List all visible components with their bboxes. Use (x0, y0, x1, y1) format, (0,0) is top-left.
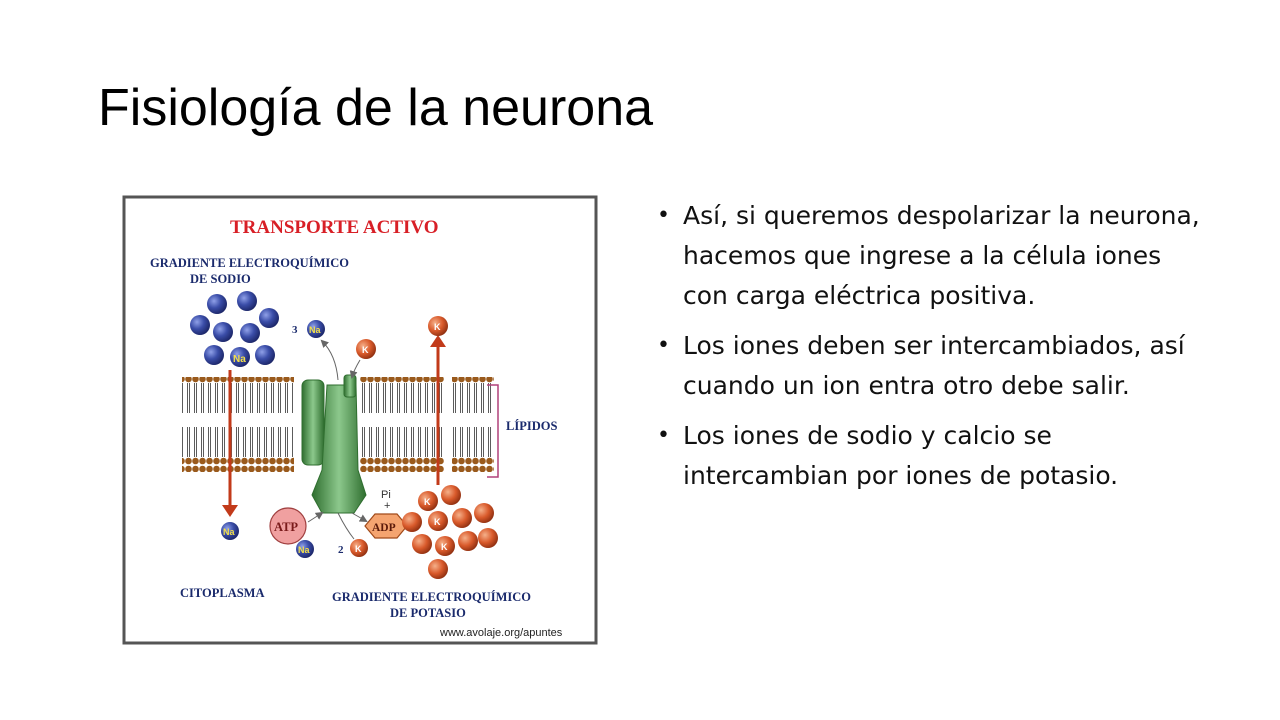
atp-label: ATP (274, 520, 298, 534)
potassium-ion-entry (356, 339, 376, 359)
svg-text:Na: Na (298, 545, 310, 555)
svg-text:Na: Na (309, 325, 321, 335)
lipid-bilayer-left (182, 377, 294, 472)
sodium-ion-cluster (190, 291, 279, 367)
bullet-text: Los iones de sodio y calcio se intercamb… (683, 421, 1119, 490)
potassium-gradient-label-line2: DE POTASIO (390, 606, 466, 620)
bullet-item: • Los iones de sodio y calcio se interca… (655, 416, 1200, 496)
svg-text:Na: Na (223, 527, 235, 537)
bullet-dot: • (657, 203, 670, 228)
sodium-ion-atp (296, 540, 314, 558)
svg-text:K: K (424, 497, 431, 507)
bullet-item: • Los iones deben ser intercambiados, as… (655, 326, 1200, 406)
source-credit: www.avolaje.org/apuntes (439, 627, 563, 639)
slide-title: Fisiología de la neurona (98, 79, 654, 137)
sodium-potassium-pump (301, 374, 367, 514)
bullet-list: • Así, si queremos despolarizar la neuro… (655, 196, 1200, 506)
sodium-gradient-label-line2: DE SODIO (190, 272, 251, 286)
bullet-text: Los iones deben ser intercambiados, así … (683, 331, 1185, 400)
potassium-ion-pump-bottom (350, 539, 368, 557)
svg-text:K: K (362, 345, 369, 355)
sodium-count-label: 3 (292, 324, 298, 336)
sodium-ion-inside (221, 522, 239, 540)
plus-sign: + (384, 500, 390, 512)
atp-molecule (269, 507, 307, 545)
sodium-gradient-label-line1: GRADIENTE ELECTROQUÍMICO (150, 256, 349, 270)
bullet-item: • Así, si queremos despolarizar la neuro… (655, 196, 1200, 316)
svg-text:K: K (441, 542, 448, 552)
lipid-bilayer-center (360, 377, 444, 472)
potassium-count-label: 2 (338, 544, 344, 556)
pi-label: Pi (381, 489, 391, 501)
lipids-label: LÍPIDOS (506, 419, 557, 433)
potassium-gradient-label-line1: GRADIENTE ELECTROQUÍMICO (332, 590, 531, 604)
lipid-bracket (487, 384, 499, 478)
potassium-ion-top (428, 316, 448, 336)
lipid-bilayer-right (452, 377, 494, 472)
bullet-text: Así, si queremos despolarizar la neurona… (683, 201, 1200, 310)
diagram-heading: TRANSPORTE ACTIVO (230, 217, 439, 238)
svg-text:K: K (355, 544, 362, 554)
potassium-ion-cluster (402, 485, 498, 579)
sodium-ion-exit (307, 320, 325, 338)
bullet-dot: • (657, 423, 670, 448)
cytoplasm-label: CITOPLASMA (180, 586, 265, 600)
active-transport-diagram: TRANSPORTE ACTIVO GRADIENTE ELECTROQUÍMI… (122, 195, 598, 645)
adp-label: ADP (372, 522, 396, 534)
sodium-ion-symbol-cluster: Na (233, 354, 246, 365)
svg-text:K: K (434, 322, 441, 332)
svg-text:K: K (434, 517, 441, 527)
bullet-dot: • (657, 333, 670, 358)
adp-molecule (364, 513, 408, 539)
